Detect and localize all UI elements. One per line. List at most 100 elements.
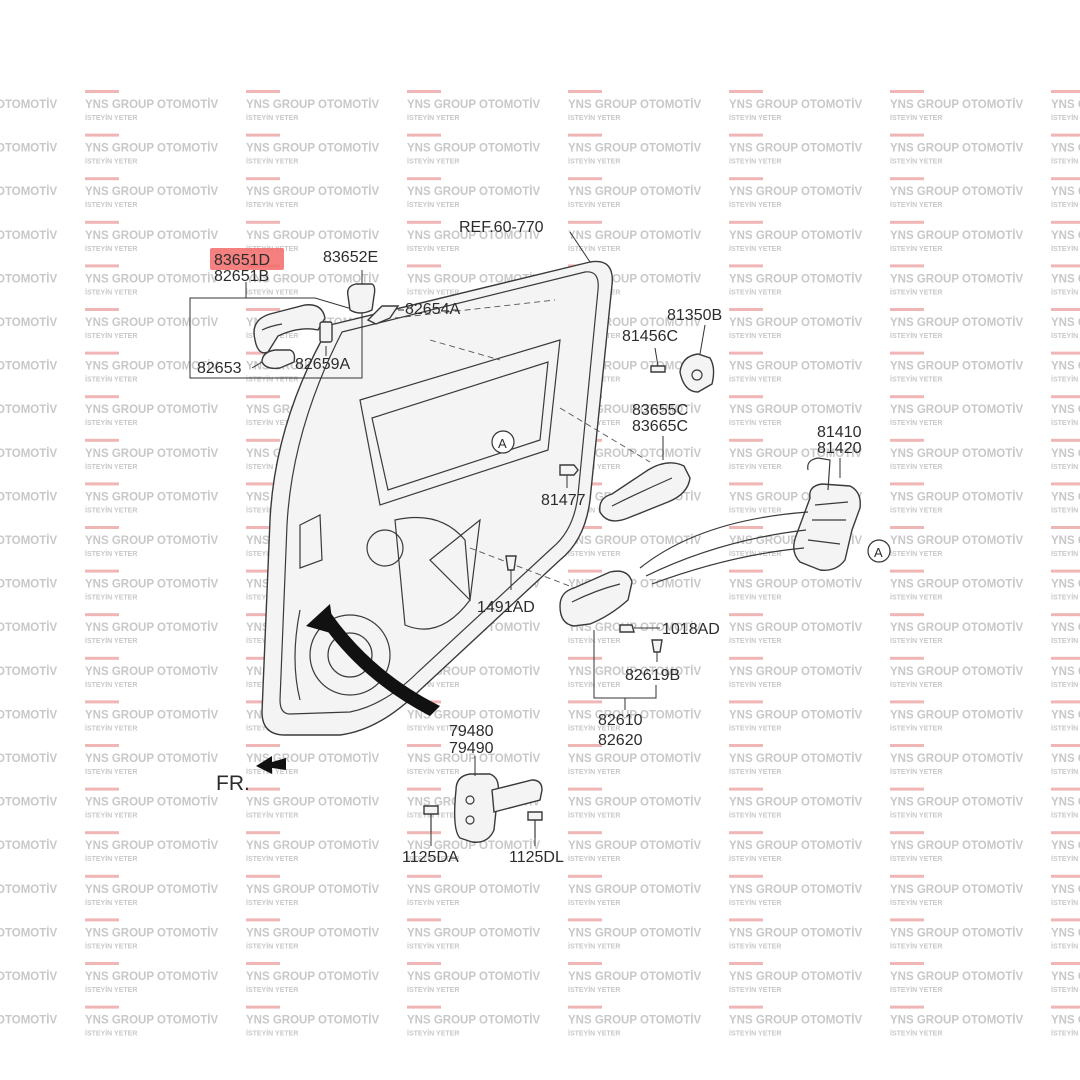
watermark-tagline: İSTEYİN YETER bbox=[568, 942, 620, 950]
watermark-accent-bar bbox=[1051, 395, 1080, 399]
part-label-82653[interactable]: 82653 bbox=[197, 360, 242, 377]
watermark-tagline: İSTEYİN YETER bbox=[1051, 245, 1080, 253]
watermark-accent-bar bbox=[85, 482, 119, 486]
part-label-83655c[interactable]: 83655C bbox=[632, 402, 688, 419]
part-label-82659a[interactable]: 82659A bbox=[295, 356, 350, 373]
inside-remote-handle bbox=[505, 555, 663, 710]
watermark-accent-bar bbox=[890, 918, 924, 922]
watermark-accent-bar bbox=[1051, 787, 1080, 791]
part-label-79490[interactable]: 79490 bbox=[449, 740, 494, 757]
watermark-tagline: İSTEYİN YETER bbox=[407, 681, 459, 689]
watermark-accent-bar bbox=[568, 831, 602, 835]
part-label-1018ad[interactable]: 1018AD bbox=[662, 621, 720, 638]
part-label-81420[interactable]: 81420 bbox=[817, 440, 862, 457]
watermark-brand: YNS GROUP OTOMOTİV bbox=[729, 142, 862, 155]
part-label-81410[interactable]: 81410 bbox=[817, 424, 862, 441]
callout-a-right-letter: A bbox=[874, 545, 883, 560]
watermark-brand: YNS GROUP OTOMOTİV bbox=[246, 98, 379, 111]
watermark-tagline: İSTEYİN YETER bbox=[85, 288, 137, 296]
watermark-accent-bar bbox=[246, 787, 280, 791]
part-label-82620[interactable]: 82620 bbox=[598, 732, 643, 749]
part-label-81477[interactable]: 81477 bbox=[541, 492, 586, 509]
watermark-tagline: İSTEYİN YETER bbox=[568, 899, 620, 907]
part-label-81350b[interactable]: 81350B bbox=[667, 307, 722, 324]
watermark-brand: YNS GROUP OTOMOTİV bbox=[0, 926, 57, 939]
watermark-brand: YNS GROUP OTOMOTİV bbox=[0, 185, 57, 198]
watermark-accent-bar bbox=[246, 395, 280, 399]
part-label-81456c[interactable]: 81456C bbox=[622, 328, 678, 345]
watermark-accent-bar bbox=[890, 264, 924, 268]
part-label-82654a[interactable]: 82654A bbox=[405, 301, 460, 318]
watermark-brand: YNS GROUP OTOMOTİV bbox=[729, 272, 862, 285]
watermark-accent-bar bbox=[729, 962, 763, 965]
watermark-accent-bar bbox=[85, 395, 119, 399]
part-label-83665c[interactable]: 83665C bbox=[632, 418, 688, 435]
part-label-1491ad[interactable]: 1491AD bbox=[477, 599, 535, 616]
watermark-brand: YNS GROUP OTOMOTİV bbox=[568, 1014, 701, 1027]
part-label-82651b[interactable]: 82651B bbox=[214, 268, 269, 285]
watermark-brand: YNS GROUP OTOMOTİV bbox=[85, 752, 218, 765]
watermark-tagline: İSTEYİN YETER bbox=[890, 942, 942, 950]
watermark-brand: YNS GROUP OTOMOTİV bbox=[246, 185, 379, 198]
watermark-accent-bar bbox=[1051, 656, 1080, 660]
watermark-accent-bar bbox=[246, 831, 280, 835]
watermark-accent-bar bbox=[890, 133, 924, 137]
watermark-brand: YNS GROUP OTOMOTİV bbox=[890, 621, 1023, 634]
watermark-accent-bar bbox=[729, 613, 763, 617]
watermark-brand: YNS GROUP OTOMOTİV bbox=[890, 752, 1023, 765]
part-label-82610[interactable]: 82610 bbox=[598, 712, 643, 729]
watermark-brand: YNS GROUP OTOMOTİV bbox=[890, 403, 1023, 416]
watermark-accent-bar bbox=[1051, 526, 1080, 529]
watermark-brand: YNS GROUP OTOMOTİV bbox=[729, 403, 862, 416]
watermark-tagline: İSTEYİN YETER bbox=[729, 114, 781, 122]
part-label-82619b[interactable]: 82619B bbox=[625, 667, 680, 684]
watermark-tagline: İSTEYİN YETER bbox=[890, 724, 942, 732]
watermark-accent-bar bbox=[890, 1005, 924, 1009]
part-label-79480[interactable]: 79480 bbox=[449, 723, 494, 740]
watermark-tagline: İSTEYİN YETER bbox=[890, 812, 942, 820]
watermark-accent-bar bbox=[568, 90, 602, 93]
watermark-brand: YNS GROUP OTOMOTİV bbox=[729, 578, 862, 591]
part-label-83652e[interactable]: 83652E bbox=[323, 249, 378, 266]
watermark-brand: YNS GROUP OTOMOTİV bbox=[729, 752, 862, 765]
part-label-highlighted[interactable]: 83651D bbox=[214, 252, 270, 269]
watermark-accent-bar bbox=[246, 90, 280, 93]
watermark-tagline: İSTEYİN YETER bbox=[85, 899, 137, 907]
watermark-tagline: İSTEYİN YETER bbox=[890, 114, 942, 122]
watermark-tagline: İSTEYİN YETER bbox=[1051, 812, 1080, 820]
watermark-accent-bar bbox=[890, 744, 924, 747]
watermark-brand: YNS GROUP OTOMOTİV bbox=[0, 708, 57, 721]
watermark-tagline: İSTEYİN YETER bbox=[407, 201, 459, 209]
part-label-1125dl[interactable]: 1125DL bbox=[509, 849, 564, 866]
watermark-tagline: İSTEYİN YETER bbox=[1051, 986, 1080, 994]
watermark-accent-bar bbox=[568, 569, 602, 573]
watermark-tagline: İSTEYİN YETER bbox=[246, 986, 298, 994]
part-label-1125da[interactable]: 1125DA bbox=[402, 849, 459, 866]
watermark-accent-bar bbox=[568, 700, 602, 704]
watermark-tagline: İSTEYİN YETER bbox=[729, 855, 781, 863]
watermark-brand: YNS GROUP OTOMOTİV bbox=[85, 142, 218, 155]
watermark-brand: YNS GROUP OTOMOTİV bbox=[246, 883, 379, 896]
watermark-accent-bar bbox=[568, 220, 602, 224]
watermark-tagline: İSTEYİN YETER bbox=[890, 245, 942, 253]
